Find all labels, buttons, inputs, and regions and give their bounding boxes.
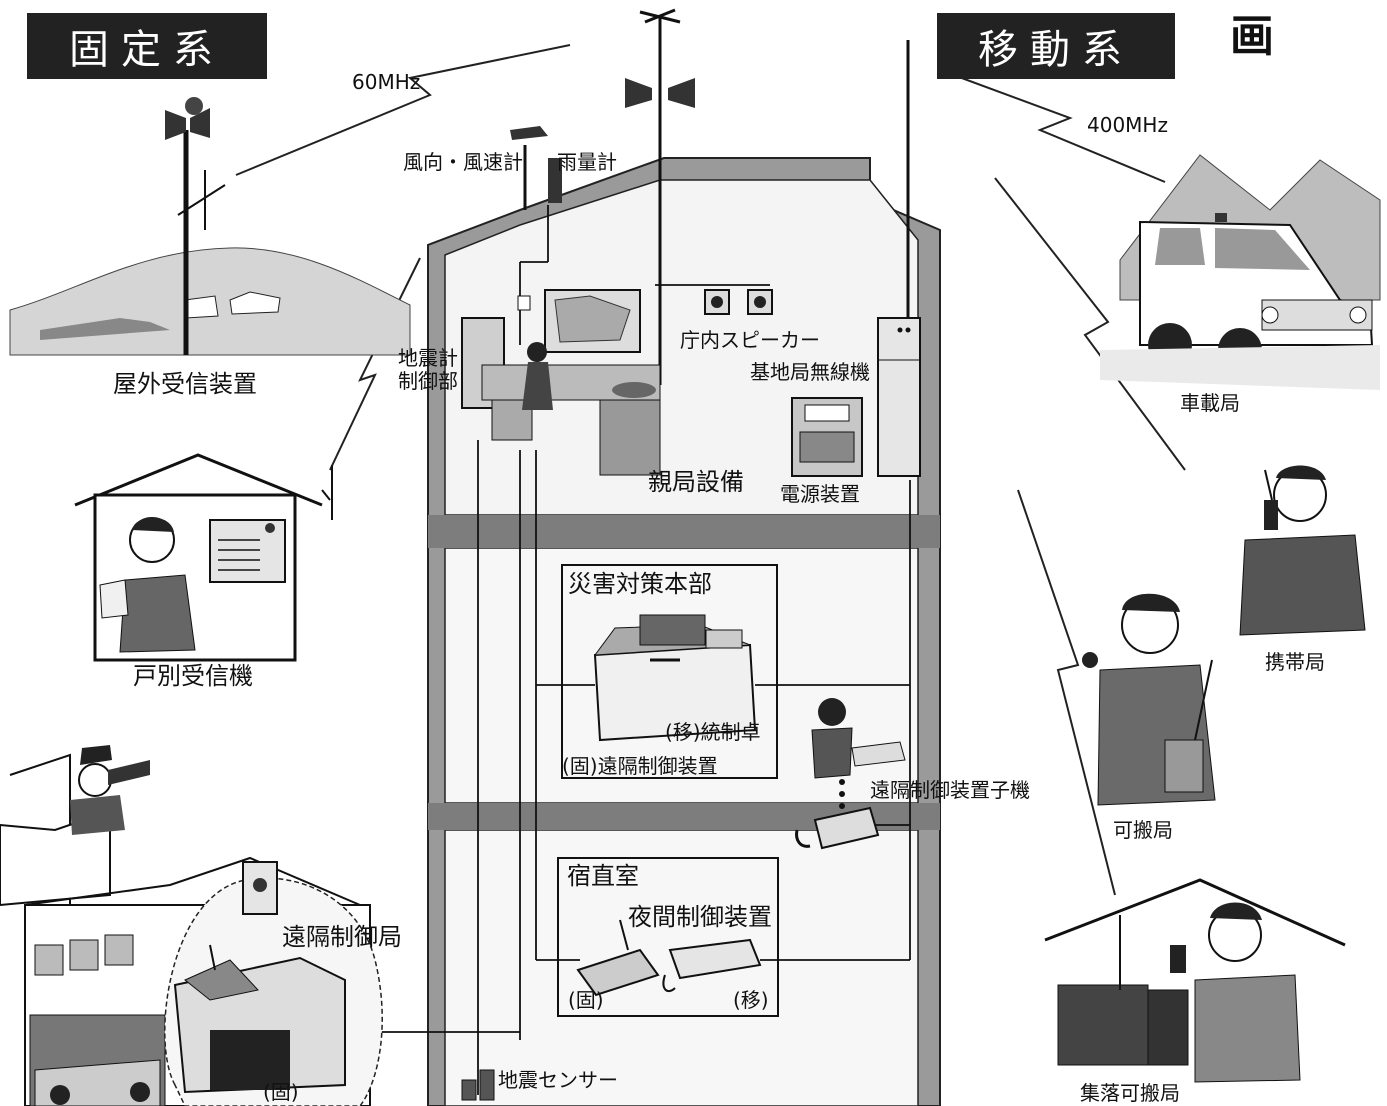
operator-figure-icon: [811, 698, 906, 779]
frequency-60mhz: 60MHz: [352, 70, 421, 94]
remote-handset-label: 遠隔制御装置子機: [870, 778, 1030, 802]
power-supply-label: 電源装置: [780, 482, 860, 506]
seismic-sensor-icon: [461, 1069, 495, 1101]
remote-control-station-label: 遠隔制御局: [282, 923, 402, 951]
office-speaker-icon: [704, 289, 773, 315]
outdoor-receiver-icon: [9, 97, 411, 356]
radio-link-60mhz: [235, 44, 571, 176]
seismometer-control-label: 地震計 制御部: [398, 348, 458, 391]
control-console-icon: [593, 614, 757, 742]
outdoor-receiver-label: 屋外受信装置: [113, 370, 257, 398]
vehicle-station-label: 車載局: [1180, 391, 1240, 415]
night-mobile-label: (移): [733, 988, 769, 1012]
disaster-hq-label: 災害対策本部: [568, 570, 712, 598]
office-speaker-label: 庁内スピーカー: [680, 328, 820, 352]
remote-handset-icon: [795, 806, 880, 850]
parent-station-equipment-icon: [461, 289, 661, 476]
night-control-console-icon: [576, 919, 762, 997]
remote-station-fixed-label: (固): [263, 1080, 299, 1104]
radio-link-portable: [1017, 489, 1116, 896]
household-receiver-label: 戸別受信機: [133, 662, 253, 690]
seismometer-control-line2: 制御部: [398, 369, 458, 393]
frequency-400mhz: 400MHz: [1087, 113, 1168, 137]
remote-control-station-icon: [0, 745, 383, 1106]
night-duty-room-label: 宿直室: [567, 862, 639, 890]
seismometer-control-line1: 地震計: [398, 346, 458, 370]
village-portable-station-icon: [1044, 878, 1346, 1083]
base-station-radio-label: 基地局無線機: [750, 360, 870, 384]
parent-station-equipment-label: 親局設備: [648, 468, 744, 496]
wind-gauge-label: 風向・風速計: [403, 150, 523, 174]
rain-gauge-label: 雨量計: [557, 150, 617, 174]
seismic-sensor-label: 地震センサー: [498, 1068, 618, 1092]
disaster-hq-room-box: [561, 564, 778, 779]
radio-link-400mhz: [939, 69, 1166, 183]
night-fixed-label: (固): [568, 988, 604, 1012]
remote-control-device-label: (固)遠隔制御装置: [562, 754, 718, 778]
handheld-station-icon: [1239, 465, 1366, 636]
base-station-radio-icon: [877, 317, 921, 477]
handheld-station-label: 携帯局: [1265, 650, 1325, 674]
radio-link-vehicle: [994, 177, 1186, 471]
corner-glyph: 画: [1230, 11, 1274, 62]
roof-speaker-icon: [510, 78, 695, 203]
night-control-device-label: 夜間制御装置: [628, 903, 772, 931]
portable-station-icon: [1082, 593, 1216, 806]
vehicle-station-icon: [1100, 154, 1381, 390]
household-receiver-icon: [74, 453, 333, 662]
control-console-label: (移)統制卓: [665, 720, 761, 744]
mobile-system-header: 移動系: [937, 13, 1175, 79]
night-duty-room-box: [557, 857, 779, 1017]
portable-station-label: 可搬局: [1113, 818, 1173, 842]
fixed-system-header: 固定系: [27, 13, 267, 79]
village-portable-station-label: 集落可搬局: [1080, 1081, 1180, 1105]
power-supply-icon: [791, 397, 863, 477]
